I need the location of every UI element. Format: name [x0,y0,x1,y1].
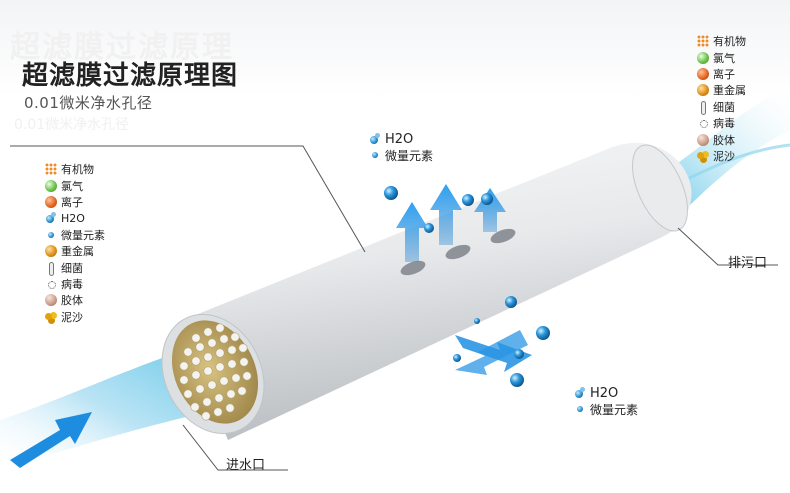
legend-item: 病毒 [697,115,746,131]
ghost-subtitle: 0.01微米净水孔径 [14,117,130,133]
heavy-metal-icon [697,84,709,97]
h2o-icon [574,387,586,399]
heavy-metal-icon [45,245,57,258]
legend-label: 有机物 [713,35,746,49]
h2o-icon [369,133,381,145]
page-title: 超滤膜过滤原理图 [22,61,239,91]
legend-item: H2O [45,210,105,226]
h2o-label: H2O [590,385,619,401]
legend-item: 重金属 [45,243,105,259]
legend-item: 重金属 [697,82,746,98]
ion-icon [697,67,709,80]
legend-item: 细菌 [697,99,746,115]
inlet-label: 进水口 [226,458,266,473]
colloid-icon [697,133,709,146]
legend-label: 重金属 [61,245,94,259]
callout-row: 微量元素 [574,401,638,417]
legend-label: H2O [61,211,85,225]
legend-label: 泥沙 [61,310,83,324]
sediment-icon [697,150,709,162]
legend-label: 氯气 [713,51,735,65]
virus-icon [697,117,709,129]
ion-icon [45,195,57,208]
legend-label: 胶体 [61,294,83,308]
h2o-label: H2O [385,131,414,147]
virus-icon [45,278,57,290]
legend-item: 氯气 [45,177,105,193]
outlet-label: 排污口 [728,256,768,271]
h2o-icon [45,212,57,224]
chlorine-icon [697,51,709,64]
legend-label: 病毒 [61,277,83,291]
bacteria-icon [45,261,57,276]
legend-label: 细菌 [713,100,735,114]
legend-label: 胶体 [713,133,735,147]
legend-item: 细菌 [45,259,105,276]
legend-label: 离子 [713,67,735,81]
callout-row: H2O [574,385,638,401]
page-subtitle: 0.01微米净水孔径 [24,94,153,112]
trace-element-icon [574,403,586,415]
legend-item: 泥沙 [697,148,746,164]
organic-matter-icon [697,35,709,48]
outlet-contaminant-legend: 有机物 氯气 离子 重金属 细菌 病毒 胶体 泥沙 [697,33,746,164]
legend-label: 微量元素 [61,228,105,242]
chlorine-icon [45,179,57,192]
organic-matter-icon [45,163,57,176]
legend-label: 重金属 [713,84,746,98]
callout-row: H2O [369,131,433,147]
legend-item: 病毒 [45,276,105,292]
trace-element-icon [369,149,381,161]
legend-label: 病毒 [713,117,735,131]
legend-item: 有机物 [45,161,105,177]
legend-item: 离子 [697,66,746,82]
legend-label: 有机物 [61,163,94,177]
permeate-callout-bottom: H2O 微量元素 [574,385,638,417]
callout-row: 微量元素 [369,147,433,163]
legend-label: 细菌 [61,261,83,275]
bacteria-icon [697,100,709,115]
trace-element-icon [45,229,57,241]
trace-element-label: 微量元素 [385,148,434,163]
legend-item: 胶体 [45,292,105,308]
sediment-icon [45,311,57,323]
permeate-callout-top: H2O 微量元素 [369,131,433,163]
inlet-contaminant-legend: 有机物 氯气 离子 H2O 微量元素 重金属 细菌 病毒 胶体 泥沙 [45,161,105,325]
legend-item: 离子 [45,194,105,210]
legend-label: 泥沙 [713,149,735,163]
legend-item: 泥沙 [45,309,105,325]
ghost-title: 超滤膜过滤原理 [10,30,234,65]
legend-item: 氯气 [697,49,746,65]
legend-item: 有机物 [697,33,746,49]
legend-item: 胶体 [697,131,746,147]
legend-label: 氯气 [61,179,83,193]
trace-element-label: 微量元素 [590,402,639,417]
legend-item: 微量元素 [45,227,105,243]
legend-label: 离子 [61,195,83,209]
colloid-icon [45,294,57,307]
